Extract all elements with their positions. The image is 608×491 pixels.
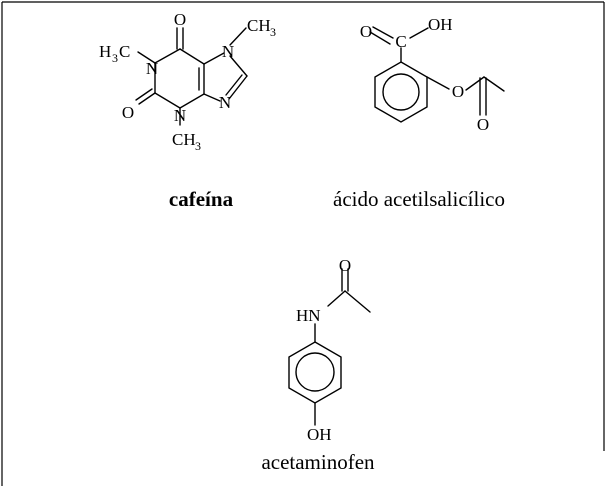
acetaminophen-amide-nh: HN	[296, 306, 321, 325]
aspirin-structure: O C OH O O ácido acetilsalicílico	[333, 15, 505, 211]
aspirin-bonds	[369, 26, 505, 123]
aspirin-acid-c: C	[395, 32, 406, 51]
acetaminophen-phenol-oh: OH	[307, 425, 332, 444]
acetaminophen-atoms: O HN OH	[296, 256, 351, 444]
caffeine-n7-methyl-c: CH	[247, 16, 271, 35]
caffeine-n1-methyl-c: C	[119, 42, 130, 61]
caffeine-n3-methyl-c: CH	[172, 130, 196, 149]
aspirin-label: ácido acetilsalicílico	[333, 187, 505, 211]
caffeine-label: cafeína	[169, 187, 234, 211]
aspirin-atoms: O C OH O O	[360, 15, 489, 134]
caffeine-atoms: O N CH 3 H 3 C N N O N CH 3	[99, 10, 276, 153]
caffeine-o-top: O	[174, 10, 186, 29]
caffeine-n1: N	[146, 59, 158, 78]
acetaminophen-structure: O HN OH acetaminofen	[261, 256, 375, 474]
caffeine-n7: N	[222, 42, 234, 61]
caffeine-n3: N	[174, 106, 186, 125]
caffeine-n1-methyl-subscript: 3	[112, 51, 118, 65]
acetaminophen-bonds	[288, 268, 371, 426]
caffeine-bonds	[135, 27, 248, 126]
acetaminophen-amide-o: O	[339, 256, 351, 275]
caffeine-n3-methyl-subscript: 3	[195, 139, 201, 153]
acetaminophen-label: acetaminofen	[261, 450, 375, 474]
caffeine-o-left: O	[122, 103, 134, 122]
aspirin-acetyl-o: O	[477, 115, 489, 134]
aspirin-ester-o: O	[452, 82, 464, 101]
caffeine-n1-methyl-h: H	[99, 42, 111, 61]
aspirin-acid-o-double: O	[360, 22, 372, 41]
caffeine-n9: N	[219, 93, 231, 112]
caffeine-structure: O N CH 3 H 3 C N N O N CH 3 cafeína	[99, 10, 276, 211]
caffeine-n7-methyl-subscript: 3	[270, 25, 276, 39]
aspirin-acid-oh: OH	[428, 15, 453, 34]
